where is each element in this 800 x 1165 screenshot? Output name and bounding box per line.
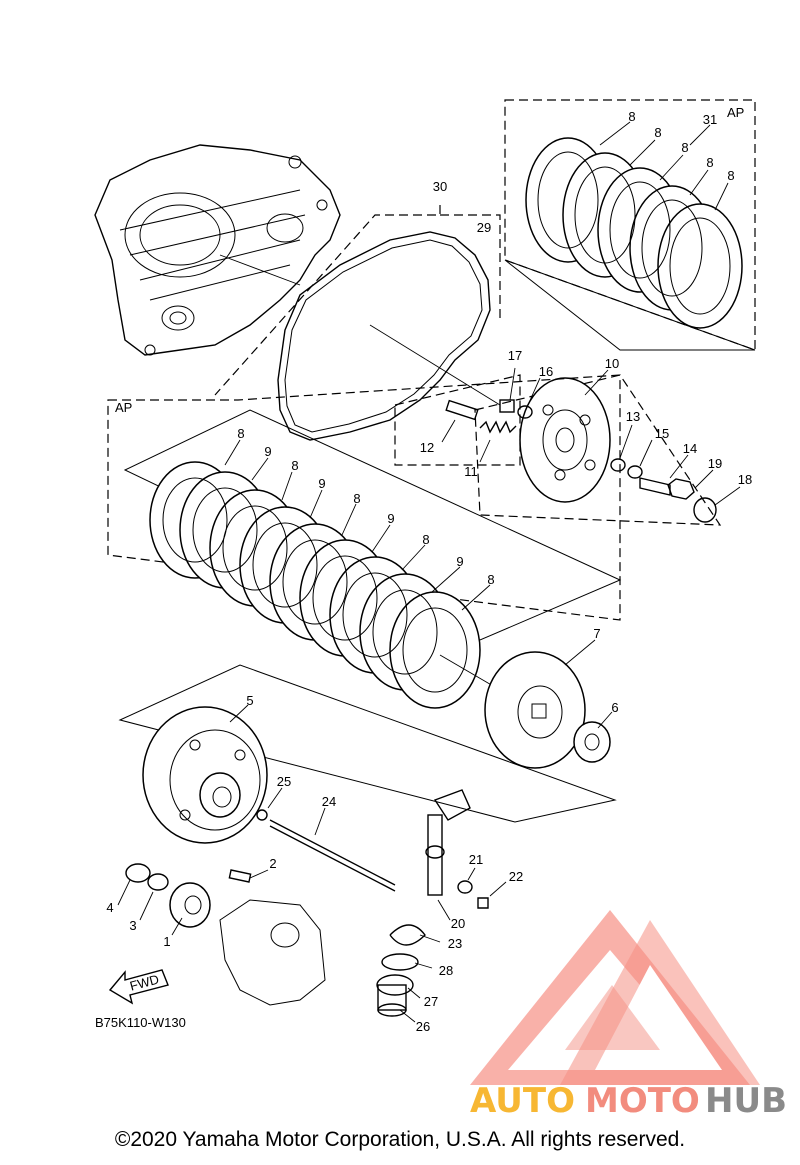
- svg-text:HUB: HUB: [705, 1081, 787, 1121]
- callout-8f: 8: [237, 426, 244, 441]
- assembly-30-bracket: [214, 205, 501, 396]
- push-lever-20: [376, 789, 507, 1023]
- callout-29: 29: [477, 220, 491, 235]
- callout-8e: 8: [727, 168, 734, 183]
- svg-text:MOTO: MOTO: [585, 1081, 700, 1121]
- callout-16: 16: [539, 364, 553, 379]
- callout-19: 19: [708, 456, 722, 471]
- friction-plate-set-31: [504, 99, 756, 351]
- callout-9a: 9: [264, 444, 271, 459]
- primary-drive-gear-1: [117, 863, 326, 1006]
- callout-17: 17: [508, 348, 522, 363]
- callout-9c: 9: [387, 511, 394, 526]
- callout-15: 15: [655, 426, 669, 441]
- callout-27: 27: [424, 994, 438, 1009]
- callout-22: 22: [509, 869, 523, 884]
- callout-2: 2: [269, 856, 276, 871]
- callout-8c: 8: [681, 140, 688, 155]
- callout-8d: 8: [706, 155, 713, 170]
- callout-13: 13: [626, 409, 640, 424]
- callout-5: 5: [246, 693, 253, 708]
- callout-4: 4: [106, 900, 113, 915]
- watermark-text: AUTO MOTO HUB: [470, 1081, 787, 1121]
- callout-23: 23: [448, 936, 462, 951]
- callout-6: 6: [611, 700, 618, 715]
- ap-label-left: AP: [115, 400, 132, 415]
- callout-18: 18: [738, 472, 752, 487]
- callout-10: 10: [605, 356, 619, 371]
- clutch-boss-7: [118, 639, 617, 823]
- callout-26: 26: [416, 1019, 430, 1034]
- svg-text:FWD: FWD: [128, 972, 160, 994]
- callout-8j: 8: [487, 572, 494, 587]
- drawing-code: B75K110-W130: [95, 1015, 186, 1030]
- callout-21: 21: [469, 852, 483, 867]
- callout-25: 25: [277, 774, 291, 789]
- gasket-29: [277, 231, 501, 441]
- callout-14: 14: [683, 441, 697, 456]
- callout-8h: 8: [353, 491, 360, 506]
- ap-label-top: AP: [727, 105, 744, 120]
- push-rod-24: [256, 787, 396, 892]
- crankcase-cover: [94, 144, 341, 356]
- callout-8b: 8: [654, 125, 661, 140]
- callout-9b: 9: [318, 476, 325, 491]
- callout-24: 24: [322, 794, 336, 809]
- svg-text:AUTO: AUTO: [470, 1081, 575, 1121]
- callout-12: 12: [420, 440, 434, 455]
- copyright-notice: ©2020 Yamaha Motor Corporation, U.S.A. A…: [114, 1128, 686, 1151]
- callout-8g: 8: [291, 458, 298, 473]
- clutch-plate-stack: [107, 374, 622, 709]
- primary-driven-gear-5: [142, 704, 268, 844]
- callout-20: 20: [451, 916, 465, 931]
- callout-1: 1: [163, 934, 170, 949]
- forward-arrow-icon: FWD: [108, 969, 169, 1005]
- callout-9d: 9: [456, 554, 463, 569]
- pressure-plate-assembly: [394, 367, 741, 526]
- callout-labels: 1 2 3 4 5 6 7 8 8 8 8 8 8 9 8 9 8 9 8 9 …: [106, 109, 752, 1034]
- watermark-logo-icon: [470, 910, 760, 1085]
- callout-3: 3: [129, 918, 136, 933]
- callout-8a: 8: [628, 109, 635, 124]
- callout-31: 31: [703, 112, 717, 127]
- callout-30: 30: [433, 179, 447, 194]
- callout-8i: 8: [422, 532, 429, 547]
- callout-28: 28: [439, 963, 453, 978]
- callout-11: 11: [464, 464, 478, 479]
- callout-7: 7: [593, 626, 600, 641]
